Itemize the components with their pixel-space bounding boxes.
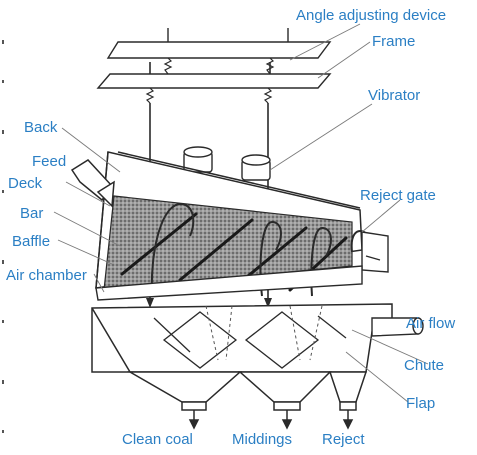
output-arrows (188, 410, 354, 430)
vibrator-motors (183, 146, 271, 181)
chute (371, 317, 424, 337)
label-chute: Chute (404, 357, 445, 374)
hopper-body (91, 303, 393, 373)
label-angle-adjusting-device: Angle adjusting device (296, 7, 447, 24)
lower-frame (96, 73, 332, 89)
leader-lines (53, 23, 429, 403)
hoppers (127, 371, 368, 403)
feed-arrow (70, 159, 115, 208)
label-back: Back (24, 119, 58, 136)
deck-surface (103, 195, 353, 291)
label-reject-gate: Reject gate (360, 187, 436, 204)
springs (145, 57, 275, 104)
label-flap: Flap (406, 395, 436, 412)
air-chamber (95, 265, 363, 301)
label-air-flow: Air flow (406, 315, 456, 332)
label-bar: Bar (20, 205, 44, 222)
scan-edge-marks (2, 40, 4, 433)
label-baffle: Baffle (12, 233, 51, 250)
label-frame: Frame (372, 33, 416, 50)
label-deck: Deck (8, 175, 43, 192)
reject-gate (361, 231, 389, 273)
output-spouts (181, 401, 357, 411)
label-reject: Reject (322, 431, 365, 448)
upper-frame (106, 28, 332, 59)
hopper-dividers (153, 311, 347, 369)
rod-arrows (146, 298, 272, 308)
label-clean-coal: Clean coal (122, 431, 193, 448)
label-middings: Middings (232, 431, 293, 448)
label-air-chamber: Air chamber (6, 267, 87, 284)
label-feed: Feed (32, 153, 67, 170)
label-vibrator: Vibrator (368, 87, 421, 104)
